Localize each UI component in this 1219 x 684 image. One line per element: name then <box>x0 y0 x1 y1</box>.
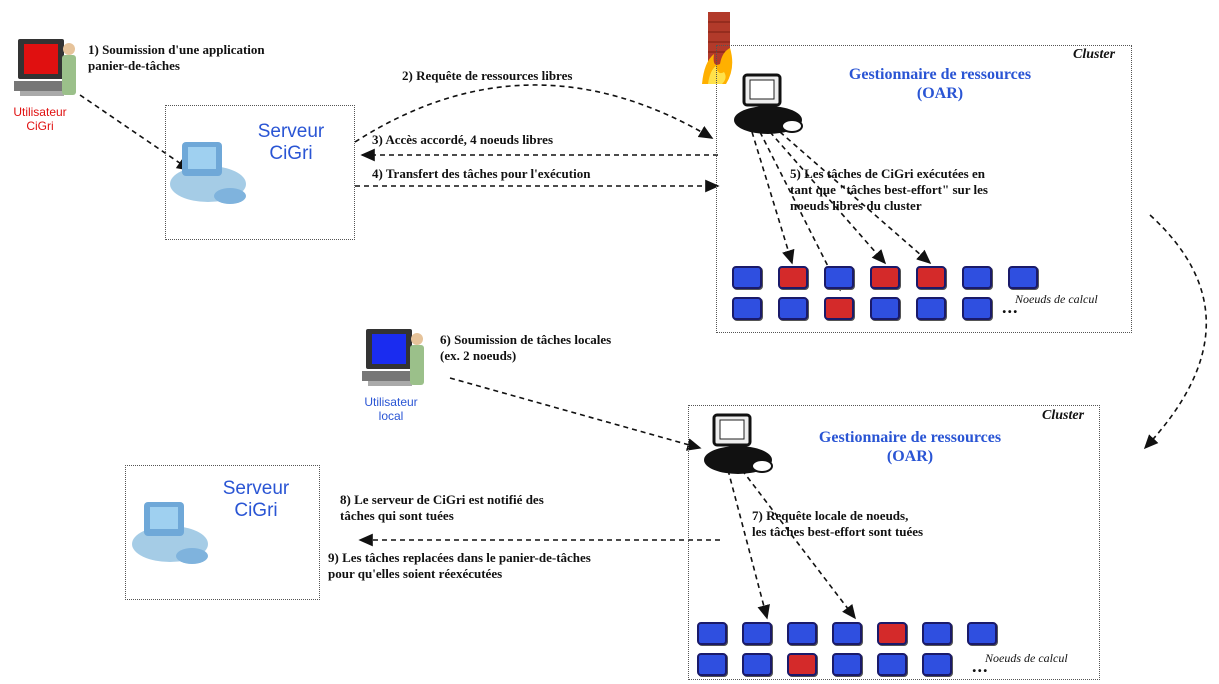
arrow-step2 <box>354 84 714 143</box>
server-top-box: Serveur CiGri <box>165 105 355 240</box>
oar-top-title: Gestionnaire de ressources (OAR) <box>848 66 1032 102</box>
compute-node-red <box>824 297 854 320</box>
arrow-step6 <box>449 377 702 451</box>
server-bottom-computer-icon <box>132 502 208 564</box>
arrow-top-task-1 <box>751 131 795 265</box>
cluster-bottom-nodes-caption: Noeuds de calcul <box>985 651 1068 665</box>
compute-node-red <box>778 266 808 289</box>
compute-node-blue <box>697 653 727 676</box>
compute-node-blue <box>832 622 862 645</box>
user-cigri-label: Utilisateur CiGri <box>13 105 67 133</box>
compute-node-blue <box>832 653 862 676</box>
compute-node-blue <box>697 622 727 645</box>
compute-node-blue <box>962 266 992 289</box>
blue-screen-computer-icon <box>362 329 424 386</box>
server-bottom-title: Serveur CiGri <box>222 478 290 521</box>
cluster-top-ellipsis: ... <box>1002 297 1019 317</box>
compute-node-blue <box>922 653 952 676</box>
user-cigri: Utilisateur CiGri <box>10 35 80 145</box>
compute-node-blue <box>870 297 900 320</box>
arrow-bottom-task-2 <box>741 469 856 620</box>
server-top-title: Serveur CiGri <box>257 121 325 164</box>
step-6-label: 6) Soumission de tâches locales (ex. 2 n… <box>440 332 612 363</box>
cluster-bottom-ellipsis: ... <box>972 656 989 676</box>
red-screen-computer-icon <box>14 39 76 96</box>
firewall-icon <box>702 12 733 84</box>
arrow-top-task-4 <box>779 131 932 265</box>
step-9-label: 9) Les tâches replacées dans le panier-d… <box>328 550 591 581</box>
compute-node-blue <box>922 622 952 645</box>
user-local: Utilisateur local <box>358 325 433 435</box>
compute-node-blue <box>916 297 946 320</box>
compute-node-blue <box>877 653 907 676</box>
compute-node-blue <box>742 622 772 645</box>
user-local-label: Utilisateur local <box>364 395 418 423</box>
cluster-bottom-tag: Cluster <box>1042 408 1085 423</box>
step-4-label: 4) Transfert des tâches pour l'exécution <box>372 166 591 181</box>
server-computer-icon <box>170 142 246 204</box>
step-7-label: 7) Requête locale de noeuds, les tâches … <box>752 508 924 539</box>
compute-node-red <box>877 622 907 645</box>
compute-node-blue <box>967 622 997 645</box>
step-1-label: 1) Soumission d'une application panier-d… <box>88 42 265 73</box>
server-bottom-box: Serveur CiGri <box>125 465 320 600</box>
oar-bottom-title: Gestionnaire de ressources (OAR) <box>818 429 1002 465</box>
compute-node-blue <box>742 653 772 676</box>
arrow-step1 <box>79 94 192 171</box>
cluster-top-nodes-caption: Noeuds de calcul <box>1015 292 1098 306</box>
compute-node-red <box>916 266 946 289</box>
oar-top-computer-icon <box>734 73 803 134</box>
cluster-top-tag: Cluster <box>1073 47 1116 62</box>
step-2-label: 2) Requête de ressources libres <box>402 68 573 83</box>
arrow-top-task-2 <box>759 131 841 292</box>
compute-node-blue <box>732 297 762 320</box>
compute-node-blue <box>787 622 817 645</box>
step-8-label: 8) Le serveur de CiGri est notifié des t… <box>340 492 544 523</box>
step-3-label: 3) Accès accordé, 4 noeuds libres <box>372 132 554 147</box>
compute-node-blue <box>732 266 762 289</box>
arrow-cluster-to-cluster <box>1143 214 1208 450</box>
oar-bottom-computer-icon <box>704 413 773 474</box>
compute-node-blue <box>962 297 992 320</box>
cluster-top-box <box>716 45 1132 333</box>
compute-node-red <box>787 653 817 676</box>
compute-node-red <box>870 266 900 289</box>
arrow-top-task-3 <box>769 131 887 265</box>
compute-node-blue <box>824 266 854 289</box>
cluster-bottom-box <box>688 405 1100 680</box>
step-5-label: 5) Les tâches de CiGri exécutées en tant… <box>790 166 988 213</box>
compute-node-blue <box>1008 266 1038 289</box>
arrow-bottom-task-1 <box>727 469 770 620</box>
compute-node-blue <box>778 297 808 320</box>
